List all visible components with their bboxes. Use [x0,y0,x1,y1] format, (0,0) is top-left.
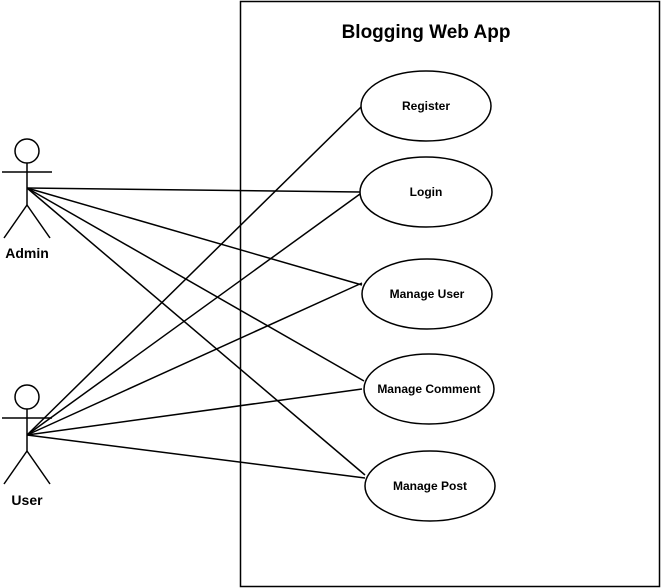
actor-admin[interactable]: Admin [2,138,52,261]
association-user-manage-post [26,434,366,479]
use-case-label: Register [402,99,450,113]
use-case-ellipse [363,353,495,425]
actor-label: Admin [5,245,49,261]
association-user-register [26,106,362,436]
association-admin-manage-user [26,187,363,286]
association-user-manage-user [26,282,363,436]
use-case-label: Manage Comment [377,382,480,396]
association-user-login [26,193,361,436]
use-case-ellipse [359,156,493,228]
stick-figure-icon [2,138,52,239]
association-user-manage-comment [26,388,363,436]
system-title: Blogging Web App [342,22,511,43]
use-case-ellipse [360,70,492,142]
use-case-manage-comment[interactable]: Manage Comment [363,353,495,425]
actor-user[interactable]: User [2,384,52,508]
use-case-login[interactable]: Login [359,156,493,228]
use-case-label: Manage Post [393,479,467,493]
use-case-label: Manage User [390,287,465,301]
use-case-ellipse [361,258,493,330]
stick-figure-icon [2,384,52,485]
use-case-manage-post[interactable]: Manage Post [364,450,496,522]
use-case-ellipse [364,450,496,522]
system-boundary [239,0,661,588]
associations [26,106,366,479]
association-admin-login [26,187,361,193]
association-admin-manage-comment [26,187,365,382]
use-case-register[interactable]: Register [360,70,492,142]
association-admin-manage-post [26,187,366,476]
use-case-manage-user[interactable]: Manage User [361,258,493,330]
use-case-label: Login [410,185,443,199]
actor-label: User [11,492,43,508]
